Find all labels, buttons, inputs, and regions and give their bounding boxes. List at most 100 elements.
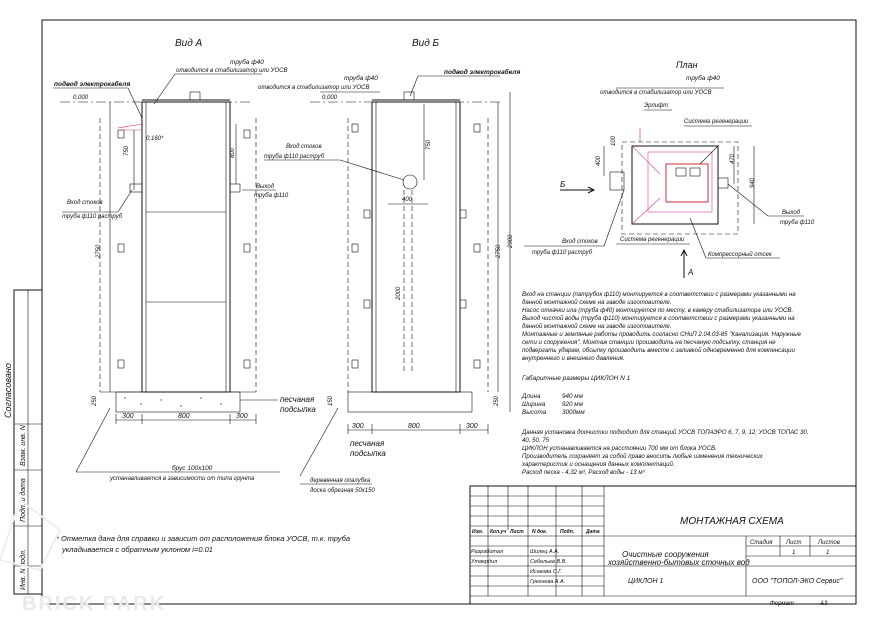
arrow-b-label: Б <box>560 180 565 189</box>
plan-title: План <box>676 60 698 70</box>
sand-label-a2: подсыпка <box>280 405 316 414</box>
stamp-agreed: Согласовано <box>3 363 13 418</box>
tb-col-5: Подп. <box>560 529 574 535</box>
stamp-sign: Подп. и дата <box>19 478 27 522</box>
note-line: Выход чистой воды (труба ф110) монтирует… <box>522 315 795 322</box>
inlet-pipe-label-b: труба ф110 раструб <box>264 154 325 160</box>
tb-sheet-value: 1 <box>792 550 795 556</box>
arrow-a-label: А <box>687 268 693 277</box>
dim-470-plan: 470 <box>730 153 736 164</box>
note-line: Насос откачки ила (труба ф40) монтируетс… <box>522 307 793 314</box>
dim-800-side-a: 800 <box>230 147 236 158</box>
note2-line: характеристик и оснащения данных комплек… <box>521 461 675 468</box>
tb-format-label: Формат <box>770 601 794 607</box>
regen-label-top: Система регенерации <box>684 119 749 125</box>
tb-col-3: Лист <box>509 529 524 535</box>
sand-bed-b <box>347 391 473 413</box>
tb-name-4: Грехнева А.А. <box>530 579 565 585</box>
view-b-title: Вид Б <box>412 38 440 49</box>
dim-800-b: 800 <box>408 423 420 430</box>
erlift-label: Эрлифт <box>644 103 668 109</box>
view-a-title: Вид А <box>175 38 203 49</box>
stamp-inv: Взам. инв. N <box>20 424 27 466</box>
inlet-pipe-label-plan: труба ф110 раструб <box>532 250 593 256</box>
note2-line: Производитель сохраняет за собой право в… <box>522 453 764 460</box>
dim-100-plan: 100 <box>611 135 617 146</box>
inlet-label-plan: Вход стоков <box>562 239 598 245</box>
tb-col-6: Дата <box>585 529 600 535</box>
compressor-label: Компрессорный отсек <box>708 251 773 258</box>
dims-title: Габаритные размеры ЦИКЛОН N 1 <box>522 374 631 382</box>
tank-body-a <box>141 101 231 393</box>
note-line: внутреннего и внешнего давления. <box>522 355 625 362</box>
inlet-circle-b <box>402 174 418 190</box>
dim-300-a-left: 300 <box>122 413 134 420</box>
sand-bed-a <box>115 391 241 413</box>
notes-block: Вход на станции (патрубок ф110) монтируе… <box>521 291 808 476</box>
tb-company: ООО "ТОПОЛ-ЭКО Сервис" <box>752 578 843 585</box>
tb-product-1: Очистные сооружения <box>622 550 709 559</box>
dim-150-b: 150 <box>328 395 334 406</box>
tb-col-2: Кол.уч <box>490 529 506 535</box>
tank-body-b <box>371 101 461 393</box>
outlet-label-a: Выход <box>256 184 275 190</box>
note-line: подвергать ударам, обсыпку производить в… <box>522 347 795 354</box>
inlet-label-a: Вход стоков <box>67 200 103 206</box>
cable-line-a <box>117 123 143 129</box>
dim-300-b-left: 300 <box>352 423 364 430</box>
sand-label-b: песчаная <box>350 439 385 448</box>
note-line: Монтажные и земляные работы проводить со… <box>522 331 802 338</box>
note-line: данной монтажной схеме на заводе изготов… <box>522 323 672 330</box>
outlet-pipe-label-a: труба ф110 <box>254 193 289 199</box>
size-label: Ширина <box>522 401 546 408</box>
outlet-label-plan: Выход <box>782 210 801 216</box>
plan-view: План труба ф40 отводится в стабилизатор … <box>524 60 815 278</box>
dim-400-plan: 400 <box>596 155 602 166</box>
note2-line: Расход песка - 4,32 м³, Расход воды - 13… <box>522 469 645 476</box>
note2-line: ЦИКЛОН устанавливается на расстоянии 700… <box>522 445 717 452</box>
inlet-label-b: Вход стоков <box>286 144 322 150</box>
note-line: сети и сооружения". Монтаж станции произ… <box>522 339 776 346</box>
dim-2000-b: 2000 <box>396 286 402 301</box>
view-b: Вид Б 0,000 подвод электрокабеля труба ф… <box>258 38 520 494</box>
view-a: Вид А 0,000 <box>53 38 316 482</box>
stamp-inv-orig: Инв. N подл. <box>19 549 27 590</box>
pipe40-label-a: труба ф40 <box>230 58 264 66</box>
watermark-text: BRICK PARK <box>22 593 166 615</box>
cable-label-a: подвод электрокабеля <box>54 80 130 88</box>
dim-400-b: 400 <box>402 197 413 203</box>
dim-940-plan: 940 <box>750 177 756 188</box>
cable-label-b: подвод электрокабеля <box>444 68 520 76</box>
note-line: данной монтажной схеме на заводе изготов… <box>522 299 672 306</box>
tank-ribs-b <box>351 123 481 369</box>
size-value: 3000мм <box>562 409 585 416</box>
tb-col-4: N док. <box>532 529 547 535</box>
plan-inner-red <box>665 163 709 203</box>
tb-format-value: А3 <box>819 601 828 607</box>
wood-note: доска обрезная 50х150 <box>310 488 375 494</box>
tb-title: МОНТАЖНАЯ СХЕМА <box>680 516 784 527</box>
dim-750-a: 750 <box>124 145 130 156</box>
sand-label-b2: подсыпка <box>350 449 386 458</box>
sand-label-a: песчаная <box>280 395 315 404</box>
lid-a <box>189 91 201 101</box>
title-block: МОНТАЖНАЯ СХЕМА Изм. Кол.уч Лист N док. … <box>469 485 857 607</box>
tb-col-1: Изм. <box>472 529 483 535</box>
angle-label-a: 0,160* <box>146 136 164 142</box>
level-label-b: 0,000 <box>322 95 338 101</box>
outlet-pipe-label-plan: труба ф110 <box>780 220 815 226</box>
outlet-a <box>229 183 241 193</box>
dim-2750-a: 2750 <box>96 244 102 259</box>
dim-800-a: 800 <box>178 413 190 420</box>
size-value: 940 мм <box>562 393 584 400</box>
size-label: Длина <box>521 393 541 400</box>
tb-name-1: Шилец А.А. <box>530 549 559 555</box>
level-label-a: 0,000 <box>73 95 89 101</box>
size-value: 920 мм <box>562 401 584 408</box>
tb-name-3: Исакова С.Г. <box>530 569 562 575</box>
regen-label-bottom: Система регенерации <box>620 237 685 243</box>
to-stab-label-a: отводится в стабилизатор или УОСВ <box>176 68 288 74</box>
tb-role-2: Утвердил <box>470 559 497 565</box>
side-stamp: Согласовано Взам. инв. N Подп. и дата Ин… <box>3 289 43 595</box>
